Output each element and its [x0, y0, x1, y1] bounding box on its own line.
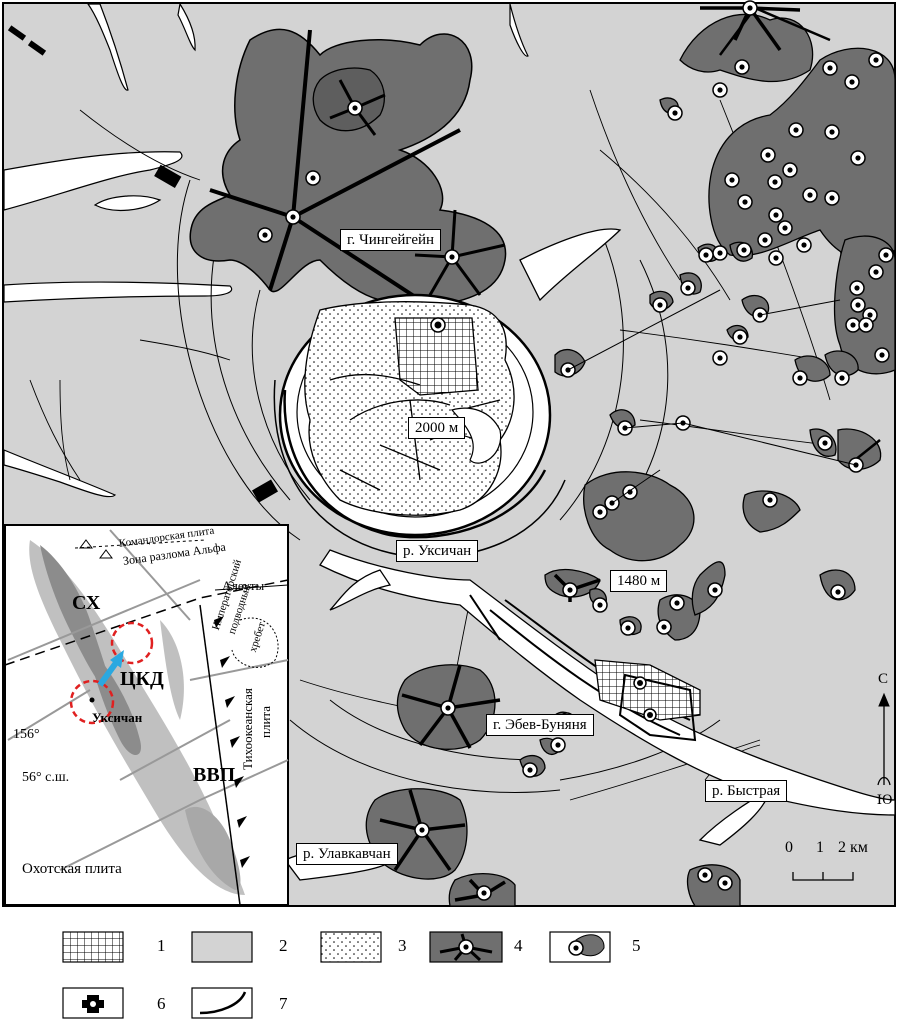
- tectonic-blocks: [7, 25, 279, 503]
- north-arrow: [877, 692, 891, 786]
- volcano-top-rays: [718, 6, 881, 461]
- scale-bar: [792, 872, 854, 881]
- label-chingeigein: г. Чингейгейн: [340, 229, 442, 251]
- label-ebev-bunyanya: г. Эбев-Буняня: [486, 714, 594, 736]
- legend-3: 3: [398, 936, 407, 955]
- legend: [62, 931, 611, 1019]
- inset-map: [4, 524, 289, 906]
- scale-tick-0: 0: [785, 839, 793, 856]
- legend-5: 5: [632, 936, 641, 955]
- inset-aleuty: Алеуты: [222, 578, 265, 593]
- legend-7: 7: [279, 994, 288, 1013]
- scale-tick-1: 1: [816, 839, 824, 856]
- legend-6: 6: [157, 994, 166, 1013]
- inset-uksichan: Уксичан: [92, 710, 143, 725]
- label-elevation-1480: 1480 м: [610, 570, 668, 592]
- inset-okhotsk-plate: Охотская плита: [22, 861, 122, 877]
- inset-label-vvp: ВВП: [193, 764, 236, 786]
- scale-tick-2: 2 км: [838, 839, 868, 856]
- east-volcanic-field: [519, 13, 896, 907]
- label-bystraya-river: р. Быстрая: [705, 780, 788, 802]
- inset-triangles: [79, 539, 113, 559]
- legend-2: 2: [279, 936, 288, 955]
- inset-label-ckd: ЦКД: [120, 668, 164, 690]
- inset-latitude: 56° с.ш.: [22, 770, 70, 785]
- compass-south: Ю: [877, 792, 893, 808]
- inset-label-sh: СХ: [72, 592, 101, 614]
- label-uksichan-river: р. Уксичан: [396, 540, 479, 562]
- label-elevation-2000: 2000 м: [408, 417, 466, 439]
- inset-pacific-plate-2: плита: [258, 705, 273, 738]
- vent-alignments: [567, 289, 857, 504]
- intrusive-bodies-bystraya: [594, 659, 701, 742]
- uksichan-caldera: [273, 293, 566, 558]
- rivers-north: [3, 2, 529, 498]
- legend-4: 4: [514, 936, 523, 955]
- inset-longitude: 156°: [13, 727, 40, 742]
- subduction-teeth: [214, 616, 250, 868]
- compass-north: С: [878, 671, 889, 687]
- label-ulavkavchan-river: р. Улавкавчан: [296, 843, 398, 865]
- inset-pacific-plate-1: Тихоокеанская: [240, 688, 255, 770]
- legend-1: 1: [157, 936, 166, 955]
